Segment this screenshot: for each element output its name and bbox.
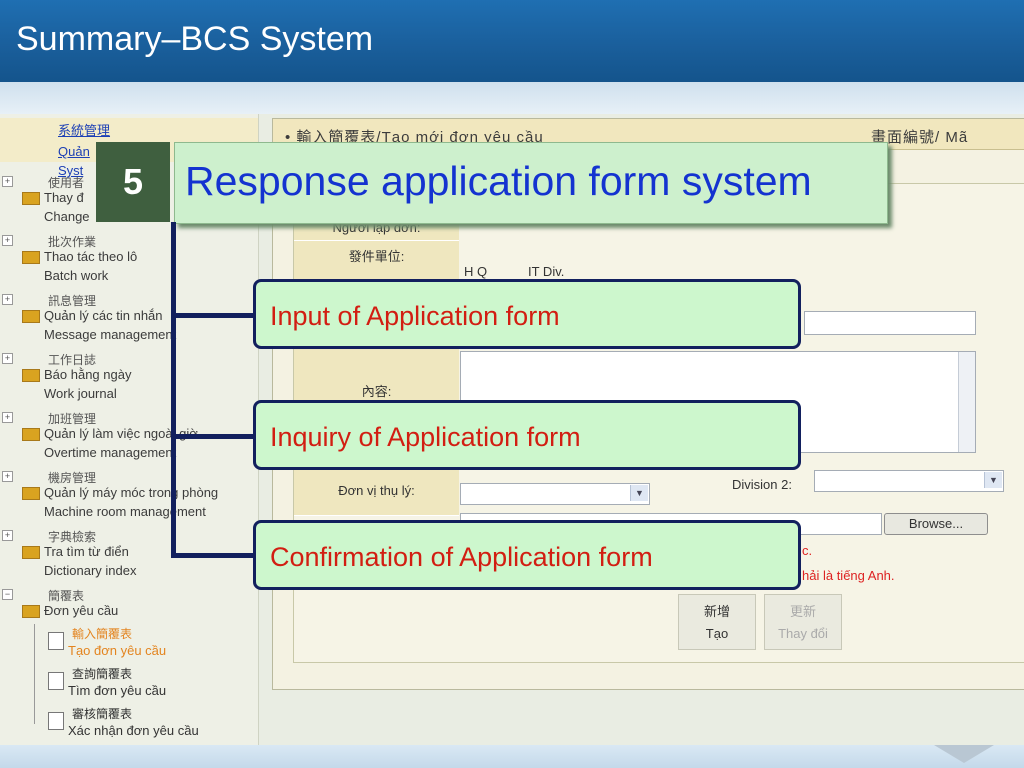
node-cjk-label: 加班管理 [48,412,97,426]
connector-branch-2 [171,434,255,439]
connector-vertical [171,222,176,558]
callout-confirmation: Confirmation of Application form [253,520,801,590]
node-cjk-label: 機房管理 [48,471,97,485]
expand-icon[interactable]: + [2,235,13,246]
node-cjk-label: 簡覆表 [48,589,85,603]
document-icon [48,632,64,650]
folder-icon [22,310,40,323]
note-text-1: c. [802,543,813,558]
expand-icon[interactable]: + [2,176,13,187]
division-2-select[interactable]: ▼ [814,470,1004,492]
title-band [0,82,1024,114]
sender-unit-value: H Q [464,264,488,279]
panel-title: • 輸入簡覆表/Tạo mới đơn yêu cầu [285,129,544,146]
node-vn-label: Đơn yêu cầu [44,603,119,618]
node-cjk-label: 批次作業 [48,235,97,249]
node-en-label: Change [44,209,90,224]
node-cjk-label: 使用者 [48,176,85,190]
callout-inquiry-text: Inquiry of Application form [270,422,581,452]
scrollbar[interactable] [958,352,975,452]
create-button[interactable]: 新增 Tạo [678,594,756,650]
update-button-cn: 更新 [789,604,816,619]
folder-icon [22,546,40,559]
update-button-vn: Thay đổi [778,626,828,641]
node-vn-label: Báo hằng ngày [44,367,132,382]
callout-input-text: Input of Application form [270,301,560,331]
folder-icon [22,428,40,441]
subitem-cjk-label: 輸入簡覆表 [72,627,133,641]
expand-icon[interactable]: + [2,294,13,305]
note-text-2: hải là tiếng Anh. [802,568,895,583]
receiver-select[interactable]: ▼ [460,483,650,505]
create-button-cn: 新增 [703,604,730,619]
node-cjk-label: 工作日誌 [48,353,97,367]
node-cjk-label: 訊息管理 [48,294,97,308]
collapse-icon[interactable]: − [2,589,13,600]
slide-title-bar: Summary–BCS System [0,0,1024,82]
node-en-label: Overtime management [44,445,177,460]
slide-title: Summary–BCS System [16,20,374,58]
node-en-label: Machine room management [44,504,206,519]
division-2-label: Division 2: [732,477,792,492]
document-icon [48,672,64,690]
receiver-label: Đơn vị thụ lý: [294,467,459,516]
callout-inquiry: Inquiry of Application form [253,400,801,470]
expand-icon[interactable]: + [2,353,13,364]
sidebar-link-system[interactable]: Syst [58,163,84,178]
subitem-cjk-label: 查詢簡覆表 [72,667,133,681]
connector-branch-3 [171,553,255,558]
bottom-band [0,745,1024,768]
expand-icon[interactable]: + [2,471,13,482]
subject-input[interactable] [804,311,976,335]
sender-division-value: IT Div. [528,264,565,279]
node-en-label: Batch work [44,268,109,283]
overlay-heading-box: Response application form system [174,142,888,224]
subitem-vn-label: Tìm đơn yêu cầu [68,683,167,698]
node-cjk-label: 字典檢索 [48,530,97,544]
chevron-down-icon: ▼ [984,472,1002,488]
subitem-vn-label: Xác nhận đơn yêu cầu [68,723,199,738]
chevron-down-icon: ▼ [630,485,648,501]
node-vn-label: Thay đ [44,190,84,205]
sidebar-link-system-admin[interactable]: 系統管理 [58,123,111,138]
screen-code-label: 畫面編號/ Mã [871,129,969,146]
browse-button[interactable]: Browse... [884,513,988,535]
connector-branch-1 [171,313,255,318]
folder-icon [22,369,40,382]
sidebar-link-admin[interactable]: Quản [58,144,90,159]
create-button-vn: Tạo [705,626,729,641]
node-vn-label: Tra tìm từ điển [44,544,129,559]
folder-icon [22,192,40,205]
document-icon [48,712,64,730]
node-vn-label: Quản lý máy móc trong phòng [44,485,219,500]
node-vn-label: Quản lý các tin nhắn [44,308,163,323]
folder-icon [22,251,40,264]
node-en-label: Dictionary index [44,563,137,578]
open-folder-icon [22,605,40,618]
node-en-label: Work journal [44,386,117,401]
subitem-cjk-label: 審核簡覆表 [72,707,133,721]
expand-icon[interactable]: + [2,412,13,423]
node-vn-label: Quản lý làm việc ngoài giờ [44,426,198,441]
node-en-label: Message management [44,327,177,342]
overlay-heading: Response application form system [185,158,812,204]
folder-icon [22,487,40,500]
node-vn-label: Thao tác theo lô [44,249,138,264]
step-number: 5 [96,142,170,222]
subitem-vn-label: Tạo đơn yêu cầu [68,643,167,658]
expand-icon[interactable]: + [2,530,13,541]
callout-confirmation-text: Confirmation of Application form [270,542,653,572]
update-button[interactable]: 更新 Thay đổi [764,594,842,650]
callout-input: Input of Application form [253,279,801,349]
tree-connector [34,624,35,724]
